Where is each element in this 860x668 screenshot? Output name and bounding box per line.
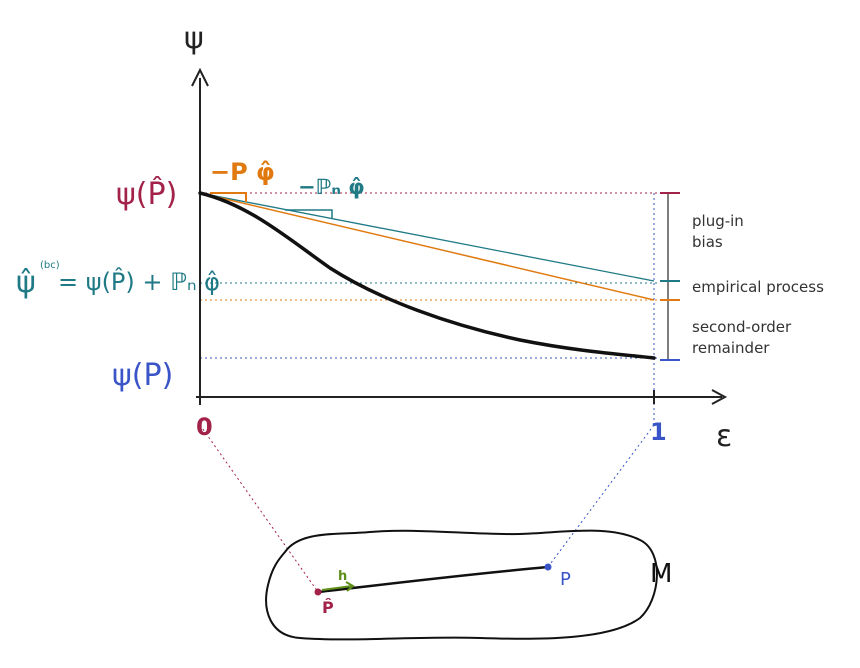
- manifold-outline: [265, 529, 658, 641]
- second-order-label-line2: remainder: [692, 339, 770, 357]
- x-axis-arrow: [711, 389, 728, 405]
- psi-hat-label: ψ(P̂): [116, 176, 177, 212]
- y-axis-label: ψ: [184, 21, 204, 56]
- x-tick-label-0: 0: [196, 413, 213, 441]
- x-tick-label-1: 1: [650, 418, 667, 446]
- psi-bc-label-lhs: ψ̂: [16, 265, 36, 300]
- empirical-process-label: empirical process: [692, 278, 824, 296]
- teal-tangent-line: [199, 192, 655, 282]
- p-label: P: [560, 569, 571, 590]
- p-hat-point: [314, 588, 322, 596]
- orange-slope-label: −P φ̂: [210, 158, 275, 186]
- teal-slope-label: −ℙₙ φ̂: [298, 175, 365, 199]
- x-axis-label: ε: [716, 419, 732, 454]
- orange-tangent-line: [199, 192, 655, 301]
- p-hat-label: P̂: [322, 598, 334, 617]
- manifold-label: M: [650, 559, 672, 589]
- y-axis-arrow: [191, 67, 209, 87]
- h-label: h: [338, 569, 347, 584]
- second-order-label-line1: second-order: [692, 318, 792, 336]
- teal-slope-triangle: [285, 209, 333, 219]
- projection-line-left: [199, 424, 319, 593]
- psi-true-label: ψ(P): [112, 358, 173, 393]
- manifold-path: [317, 565, 549, 594]
- p-point: [544, 563, 552, 571]
- h-tangent-arrow: [321, 581, 355, 592]
- psi-bc-label-rhs: = ψ(P̂) + ℙₙ φ̂: [58, 268, 220, 296]
- orange-slope-triangle: [210, 192, 247, 202]
- psi-path-curve: [198, 191, 656, 360]
- plugin-bias-label-line2: bias: [692, 233, 723, 251]
- psi-bc-superscript: (bc): [40, 260, 60, 271]
- projection-line-right: [547, 424, 655, 568]
- plugin-bias-label-line1: plug-in: [692, 212, 744, 230]
